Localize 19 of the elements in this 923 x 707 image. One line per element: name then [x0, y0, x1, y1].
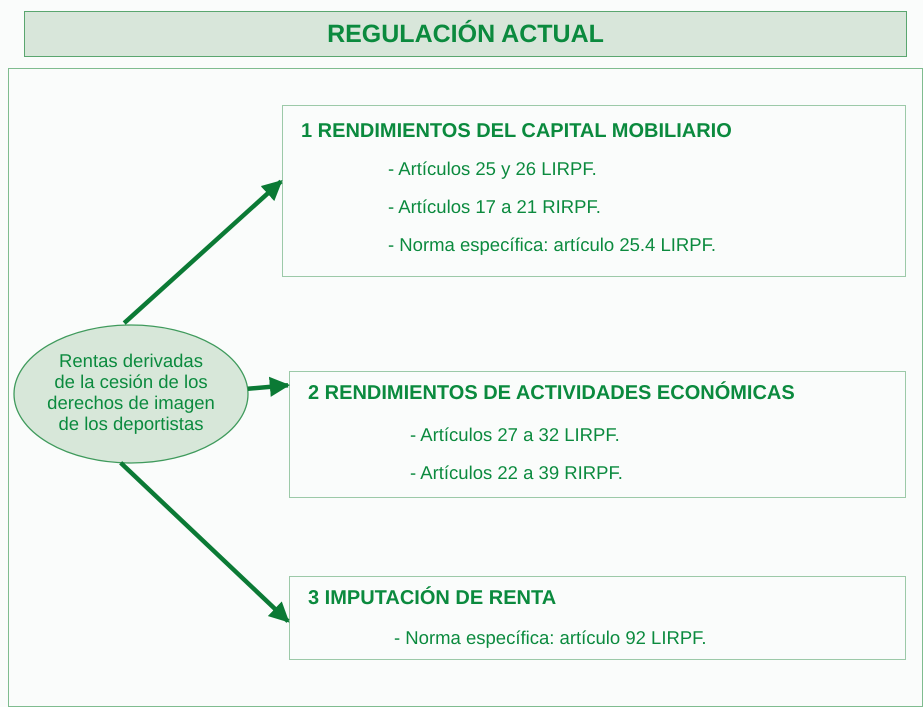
category-box — [282, 105, 906, 277]
arrow — [248, 376, 290, 397]
article-reference: - Artículos 17 a 21 RIRPF. — [388, 196, 601, 218]
category-box — [289, 371, 906, 498]
ellipse-label: Rentas derivadas de la cesión de los derechos de imagen de los deportistas — [46, 350, 216, 434]
category-box — [289, 576, 906, 660]
category-heading: 2 RENDIMIENTOS DE ACTIVIDADES ECONÓMICAS — [308, 382, 795, 405]
container-frame — [8, 68, 923, 707]
category-heading: 1 RENDIMIENTOS DEL CAPITAL MOBILIARIO — [301, 120, 732, 143]
arrow — [122, 180, 282, 325]
article-reference: - Norma específica: artículo 92 LIRPF. — [394, 627, 707, 649]
article-reference: - Artículos 27 a 32 LIRPF. — [410, 424, 620, 446]
article-reference: - Artículos 25 y 26 LIRPF. — [388, 158, 597, 180]
diagram-title: REGULACIÓN ACTUAL — [327, 20, 604, 48]
article-reference: - Artículos 22 a 39 RIRPF. — [410, 462, 623, 484]
source-ellipse — [13, 324, 249, 464]
category-heading: 3 IMPUTACIÓN DE RENTA — [308, 587, 556, 610]
article-reference: - Norma específica: artículo 25.4 LIRPF. — [388, 234, 716, 256]
arrow — [119, 461, 290, 623]
